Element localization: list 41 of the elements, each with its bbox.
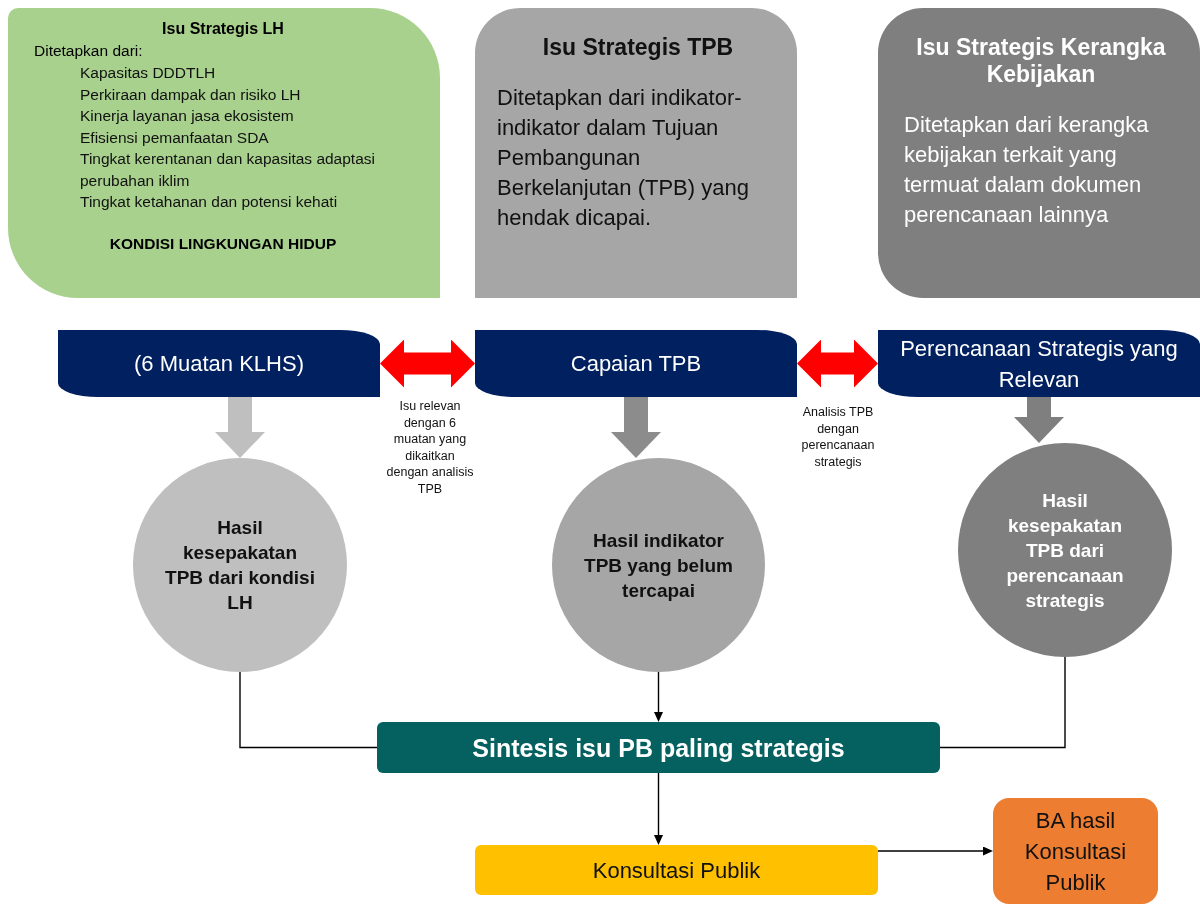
ellipse-label: Hasil kesepakatan TPB dari perencanaan strategis [1005,488,1125,613]
bullet-item: Perkiraan dampak dan risiko LH [80,84,302,105]
panel-text: Ditetapkan dari: [33,42,144,60]
double-arrow [380,339,475,388]
bullet-item: Tingkat ketahanan dan potensi kehati [80,192,339,212]
box-label: BA hasil Konsultasi Publik [1023,806,1128,897]
box-label: Konsultasi Publik [592,856,761,885]
panel-heading: Isu Strategis LH [162,20,284,38]
panel-heading: Isu Strategis Kerangka Kebijakan [915,34,1167,88]
panel-text: Ditetapkan dari indikator- indikator dalam Tujuan Pembangunan Berkelanjutan (TPB) yang hendak dicapai. [497,84,750,232]
connector-line [239,671,378,749]
block-arrow [1014,397,1064,443]
rounded-panel [475,8,797,298]
process-box [475,845,878,895]
rounded-panel [878,8,1200,298]
box-label: Sintesis isu PB paling strategis [472,732,845,763]
box-label: Capaian TPB [570,350,702,378]
block-arrow [215,397,265,458]
ellipse-label: Hasil kesepakatan TPB dari kondisi LH [164,516,316,615]
bullet-item: Kinerja layanan jasa ekosistem [80,106,295,126]
double-arrow [797,339,878,388]
rounded-panel [8,8,440,298]
panel-heading: Isu Strategis TPB [542,34,734,61]
box-label: (6 Muatan KLHS) [134,350,304,378]
process-box [377,722,940,773]
ellipse-label: Hasil indikator TPB yang belum tercapai [583,528,734,603]
arrow [654,772,663,845]
header-bar [878,330,1200,397]
panel-footer: KONDISI LINGKUNGAN HIDUP [109,234,337,253]
bullet-item: Efisiensi pemanfaatan SDA [80,127,270,148]
bullet-item: Kapasitas DDDTLH [80,63,217,83]
arrow [877,846,993,856]
box-label: Perencanaan Strategis yang Relevan [899,334,1179,394]
block-arrow [611,397,661,458]
panel-text: Ditetapkan dari kerangka kebijakan terkait yang termuat dalam dokumen perencanaan lainnya [903,111,1150,229]
header-bar [58,330,380,397]
process-box [993,798,1158,904]
bullet-item: Tingkat kerentanan dan kapasitas adaptasi perubahan iklim [80,149,376,191]
header-bar [475,330,797,397]
connector-line [939,656,1066,749]
arrow [654,671,663,722]
